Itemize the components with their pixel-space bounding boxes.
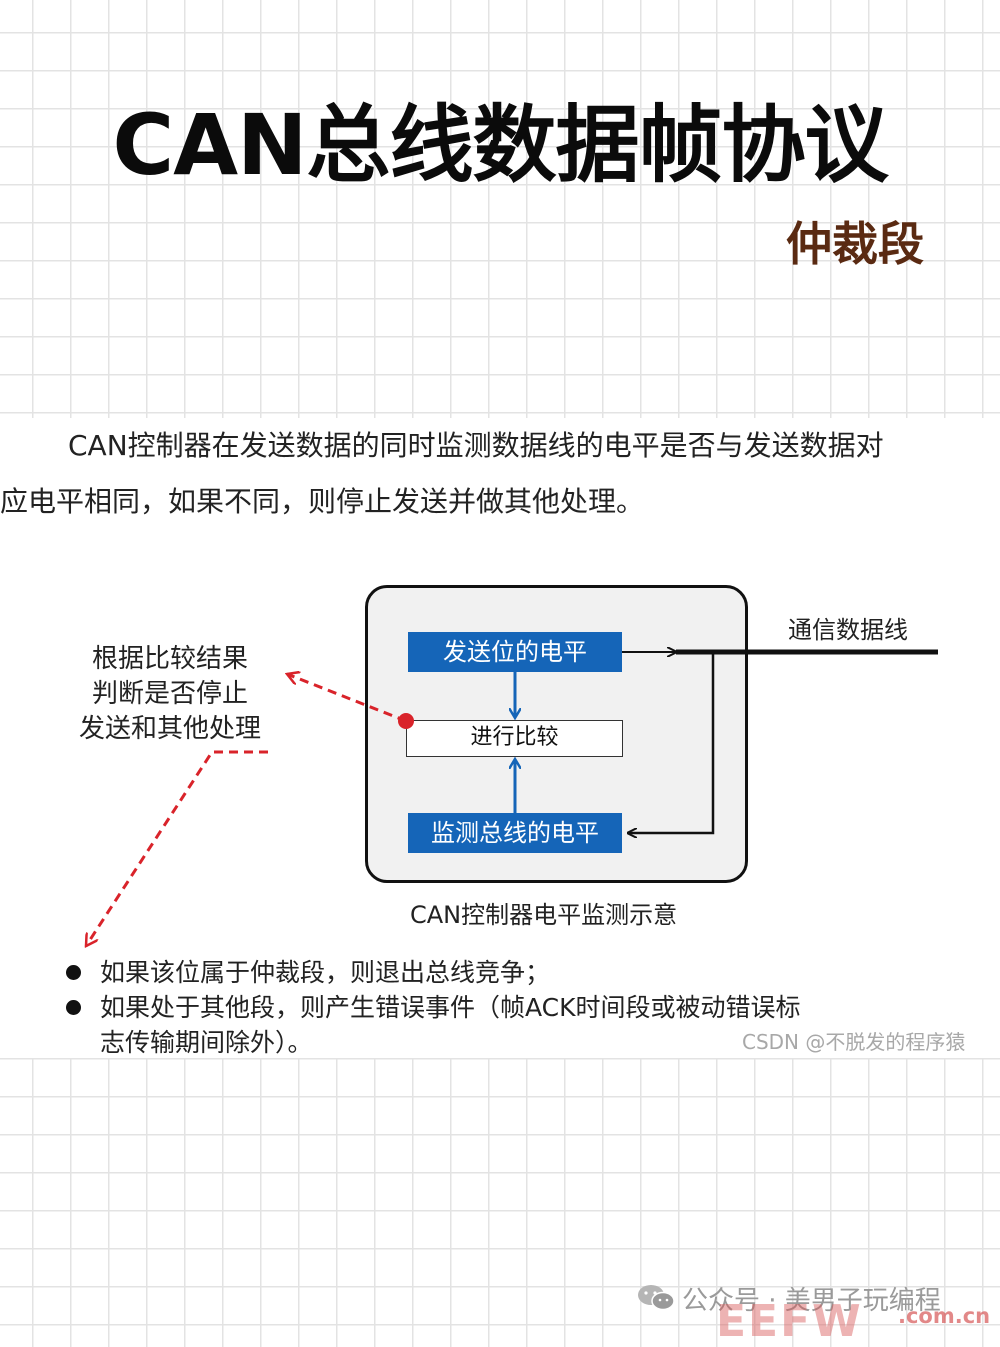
monitor-level-box: 监测总线的电平 — [408, 813, 622, 853]
bus-line-label: 通信数据线 — [788, 616, 908, 644]
intro-line-2: 应电平相同，如果不同，则停止发送并做其他处理。 — [0, 485, 645, 518]
bullet-1-text: 如果该位属于仲裁段，则退出总线竞争； — [100, 958, 551, 987]
domain-watermark: .com.cn — [898, 1304, 991, 1328]
intro-line-1: CAN控制器在发送数据的同时监测数据线的电平是否与发送数据对 — [68, 429, 884, 462]
page-title: CAN总线数据帧协议 — [112, 96, 889, 194]
bullet-dot-icon — [66, 1000, 81, 1015]
csdn-watermark: CSDN @不脱发的程序猿 — [742, 1030, 966, 1054]
section-subtitle: 仲裁段 — [786, 217, 924, 271]
note-line-2: 判断是否停止 — [91, 679, 248, 709]
intro-paragraph: CAN控制器在发送数据的同时监测数据线的电平是否与发送数据对 应电平相同，如果不… — [0, 418, 1000, 530]
wechat-watermark: 公众号 · 美男子玩编程 — [682, 1286, 941, 1316]
compare-box: 进行比较 — [406, 720, 623, 757]
bullet-2-line-1: 如果处于其他段，则产生错误事件（帧ACK时间段或被动错误标 — [100, 993, 801, 1022]
note-line-1: 根据比较结果 — [91, 644, 248, 674]
list-item: 如果该位属于仲裁段，则退出总线竞争； — [60, 955, 960, 990]
note-line-3: 发送和其他处理 — [78, 714, 261, 744]
outcome-arrow — [86, 750, 268, 946]
outcome-list: 如果该位属于仲裁段，则退出总线竞争； 如果处于其他段，则产生错误事件（帧ACK时… — [60, 955, 960, 1060]
result-arrow — [287, 674, 407, 723]
diagram-caption: CAN控制器电平监测示意 — [410, 901, 678, 929]
eefw-logo: EEFW — [716, 1296, 863, 1347]
list-item: 如果处于其他段，则产生错误事件（帧ACK时间段或被动错误标 志传输期间除外）。 — [60, 990, 960, 1060]
compare-result-note: 根据比较结果 判断是否停止 发送和其他处理 — [60, 642, 280, 747]
send-level-box: 发送位的电平 — [408, 632, 622, 672]
bullet-2-line-2: 志传输期间除外）。 — [100, 1028, 313, 1057]
wechat-icon — [638, 1285, 675, 1311]
bullet-dot-icon — [66, 965, 81, 980]
bus-feedback-arrow — [628, 652, 715, 833]
